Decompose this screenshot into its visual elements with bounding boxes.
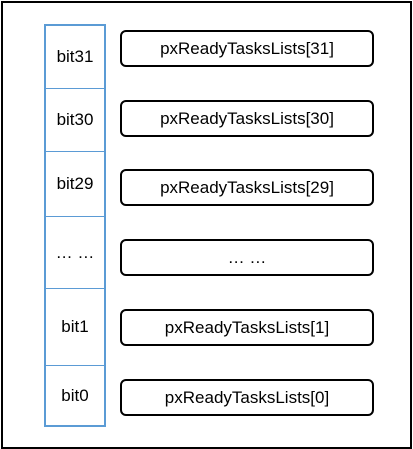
ready-list-31: pxReadyTasksLists[31] (120, 30, 374, 67)
ready-list-1: pxReadyTasksLists[1] (120, 309, 374, 346)
bit-cell-30: bit30 (46, 89, 104, 152)
ready-list-30: pxReadyTasksLists[30] (120, 100, 374, 137)
bit-column: bit31 bit30 bit29 … … bit1 bit0 (44, 24, 106, 427)
bit-cell-0: bit0 (61, 385, 89, 405)
ready-list-ellipsis: … … (120, 239, 374, 276)
bit-cell-1: bit1 (46, 289, 104, 366)
ready-list-0: pxReadyTasksLists[0] (120, 379, 374, 416)
bit-cell-31: bit31 (46, 26, 104, 89)
bit-cell-ellipsis: … … (46, 217, 104, 289)
ready-list-29: pxReadyTasksLists[29] (120, 169, 374, 206)
bit-cell-29: bit29 (46, 152, 104, 217)
